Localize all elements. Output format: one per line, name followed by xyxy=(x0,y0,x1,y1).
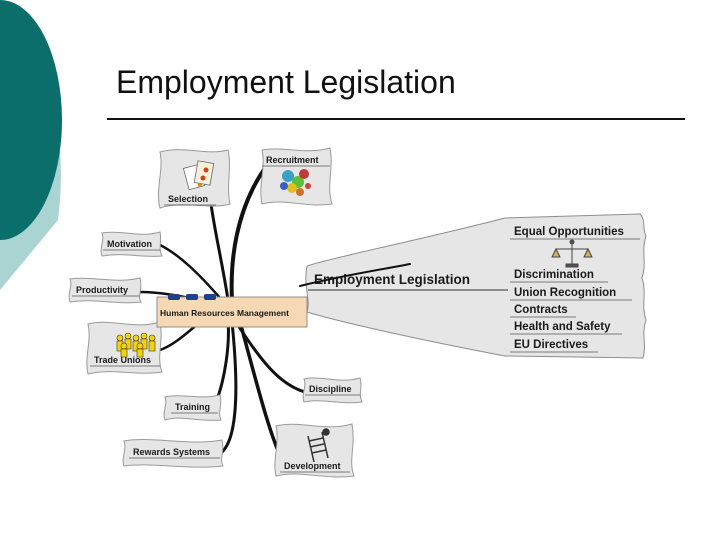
branch-label-training: Training xyxy=(175,402,210,412)
branch-label-discipline: Discipline xyxy=(309,384,352,394)
center-node-bars xyxy=(168,294,216,300)
branch-label-motivation: Motivation xyxy=(107,239,152,249)
branch-label-recruitment: Recruitment xyxy=(266,155,319,165)
branch-label-selection: Selection xyxy=(168,194,208,204)
legislation-item: Equal Opportunities xyxy=(514,226,624,238)
center-node-label: Human Resources Management xyxy=(160,308,289,318)
legislation-item: EU Directives xyxy=(514,339,588,351)
legislation-item: Health and Safety xyxy=(514,321,611,333)
branch-label-development: Development xyxy=(284,461,341,471)
branch-label-rewards: Rewards Systems xyxy=(133,447,210,457)
legislation-item: Discrimination xyxy=(514,269,594,281)
legislation-node-label: Employment Legislation xyxy=(314,272,470,287)
legislation-item: Contracts xyxy=(514,304,568,316)
branch-label-productivity: Productivity xyxy=(76,285,128,295)
legislation-item: Union Recognition xyxy=(514,287,616,299)
